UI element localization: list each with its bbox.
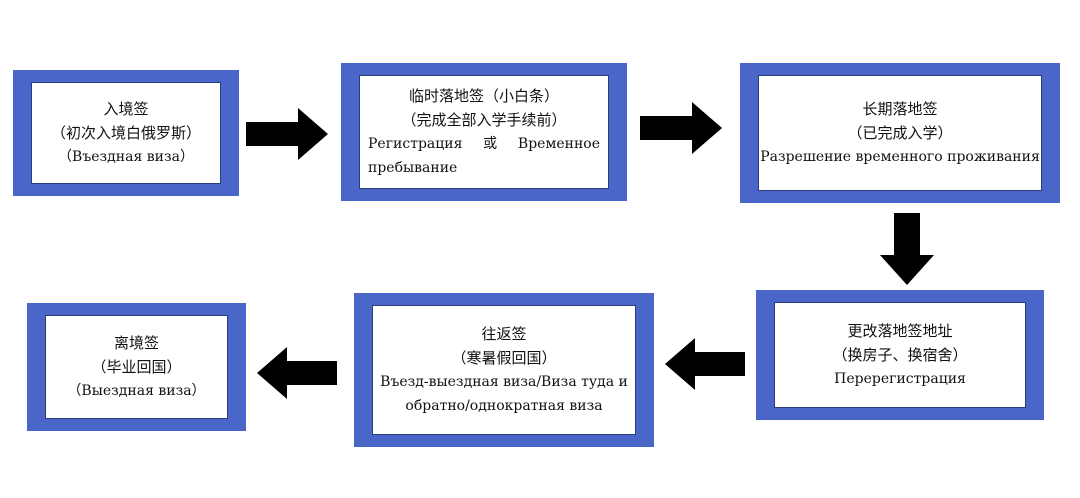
temporary-visa-russian-left: Регистрация xyxy=(368,136,463,152)
round-trip-visa-title: 往返签 xyxy=(481,325,527,343)
arrow-left-1 xyxy=(665,338,745,390)
change-address-russian: Перерегистрация xyxy=(834,371,966,387)
arrow-right-2 xyxy=(640,102,722,154)
exit-visa-title: 离境签 xyxy=(113,334,159,352)
box-change-address: 更改落地签地址 （换房子、换宿舍） Перерегистрация xyxy=(756,290,1044,420)
box-round-trip-visa-inner: 往返签 （寒暑假回国） Въезд-выездная виза/Виза туд… xyxy=(372,305,636,435)
arrow-left-1-shape xyxy=(665,338,745,390)
round-trip-visa-russian-line2: обратно/однократная виза xyxy=(405,398,603,414)
round-trip-visa-russian-line1: Въезд-выездная виза/Виза туда и xyxy=(380,374,628,390)
exit-visa-russian: （Выездная виза） xyxy=(67,383,206,399)
long-term-visa-title: 长期落地签 xyxy=(862,100,938,118)
temporary-visa-russian-line2: пребывание xyxy=(368,160,458,176)
entry-visa-title: 入境签 xyxy=(103,100,149,118)
change-address-title: 更改落地签地址 xyxy=(847,322,953,340)
arrow-left-2-shape xyxy=(257,347,337,399)
arrow-right-1 xyxy=(246,108,328,160)
long-term-visa-russian: Разрешение временного проживания xyxy=(760,149,1040,165)
arrow-down-shape xyxy=(880,213,934,285)
box-round-trip-visa: 往返签 （寒暑假回国） Въезд-выездная виза/Виза туд… xyxy=(354,293,654,447)
temporary-visa-russian-mid: 或 xyxy=(483,136,498,152)
box-long-term-visa-inner: 长期落地签 （已完成入学） Разрешение временного прож… xyxy=(758,75,1042,191)
arrow-right-1-shape xyxy=(246,108,328,160)
box-exit-visa-inner: 离境签 （毕业回国） （Выездная виза） xyxy=(45,315,228,419)
entry-visa-subtitle: （初次入境白俄罗斯） xyxy=(50,124,201,142)
arrow-right-2-shape xyxy=(640,102,722,154)
temporary-visa-russian-right: Временное xyxy=(517,136,600,152)
box-long-term-visa: 长期落地签 （已完成入学） Разрешение временного прож… xyxy=(740,63,1060,203)
box-entry-visa-inner: 入境签 （初次入境白俄罗斯） （Въездная виза） xyxy=(31,82,221,184)
arrow-left-2 xyxy=(257,347,337,399)
box-temporary-visa-inner: 临时落地签（小白条） （完成全部入学手续前） Регистрация 或 Вре… xyxy=(359,75,609,189)
box-change-address-inner: 更改落地签地址 （换房子、换宿舍） Перерегистрация xyxy=(774,302,1026,408)
temporary-visa-subtitle: （完成全部入学手续前） xyxy=(401,111,567,129)
arrow-down xyxy=(880,213,934,285)
change-address-subtitle: （换房子、换宿舍） xyxy=(832,346,968,364)
long-term-visa-subtitle: （已完成入学） xyxy=(847,124,953,142)
box-entry-visa: 入境签 （初次入境白俄罗斯） （Въездная виза） xyxy=(13,70,239,196)
temporary-visa-title: 临时落地签（小白条） xyxy=(408,87,559,105)
round-trip-visa-subtitle: （寒暑假回国） xyxy=(451,349,557,367)
temporary-visa-russian-line1: Регистрация 或 Временное xyxy=(368,132,600,156)
box-temporary-visa: 临时落地签（小白条） （完成全部入学手续前） Регистрация 或 Вре… xyxy=(341,63,627,201)
exit-visa-subtitle: （毕业回国） xyxy=(91,358,182,376)
box-exit-visa: 离境签 （毕业回国） （Выездная виза） xyxy=(27,303,246,431)
entry-visa-russian: （Въездная виза） xyxy=(58,149,194,165)
